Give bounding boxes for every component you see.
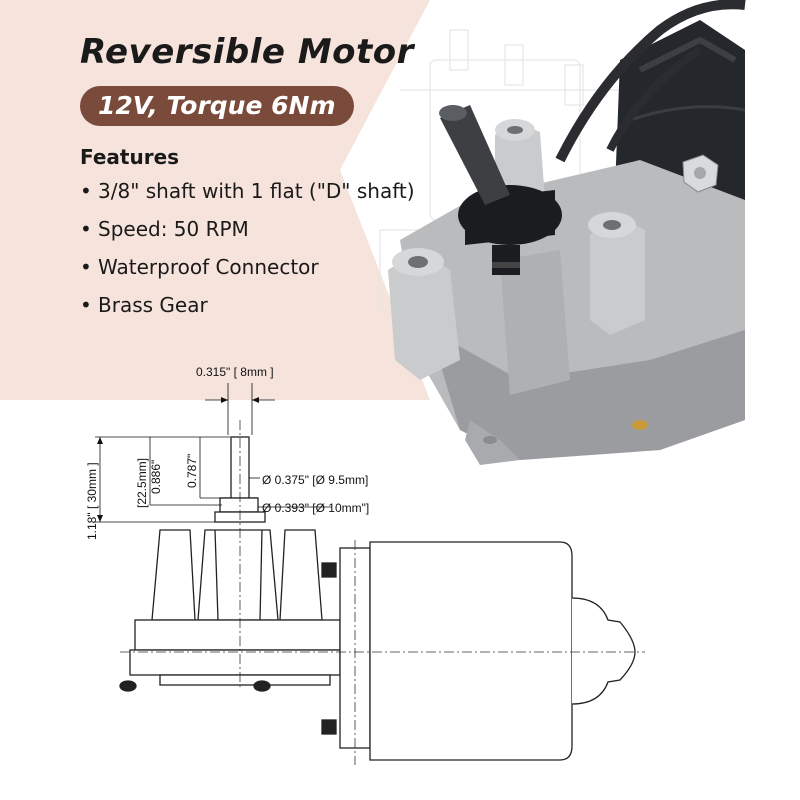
dim-shaft-diameter: Ø 0.375" [Ø 9.5mm] (262, 473, 368, 487)
page-title: Reversible Motor (80, 32, 414, 72)
dim-shaft-length-mm: [22.5mm] (135, 458, 149, 508)
features-heading: Features (80, 145, 180, 169)
spec-pill: 12V, Torque 6Nm (80, 86, 354, 126)
dim-shaft-flat: 0.315" [ 8mm ] (196, 365, 274, 379)
feature-item: •3/8" shaft with 1 flat ("D" shaft) (80, 176, 415, 214)
dim-collar-diameter: Ø 0.393" [Ø 10mm"] (262, 501, 369, 515)
feature-text: Speed: 50 RPM (98, 217, 249, 241)
feature-item: •Waterproof Connector (80, 252, 415, 290)
feature-text: Brass Gear (98, 293, 208, 317)
bullet-icon: • (80, 255, 92, 279)
feature-list: •3/8" shaft with 1 flat ("D" shaft) •Spe… (80, 176, 415, 328)
feature-text: Waterproof Connector (98, 255, 319, 279)
dim-overall-height: 1.18" [ 30mm ] (85, 462, 99, 540)
motor-photo (379, 0, 746, 465)
bullet-icon: • (80, 179, 92, 203)
feature-item: •Brass Gear (80, 290, 415, 328)
dim-flat-length: 0.787" (185, 454, 199, 488)
bullet-icon: • (80, 293, 92, 317)
bullet-icon: • (80, 217, 92, 241)
feature-text: 3/8" shaft with 1 flat ("D" shaft) (98, 179, 415, 203)
feature-item: •Speed: 50 RPM (80, 214, 415, 252)
dim-shaft-length-in: 0.886" (149, 460, 163, 494)
